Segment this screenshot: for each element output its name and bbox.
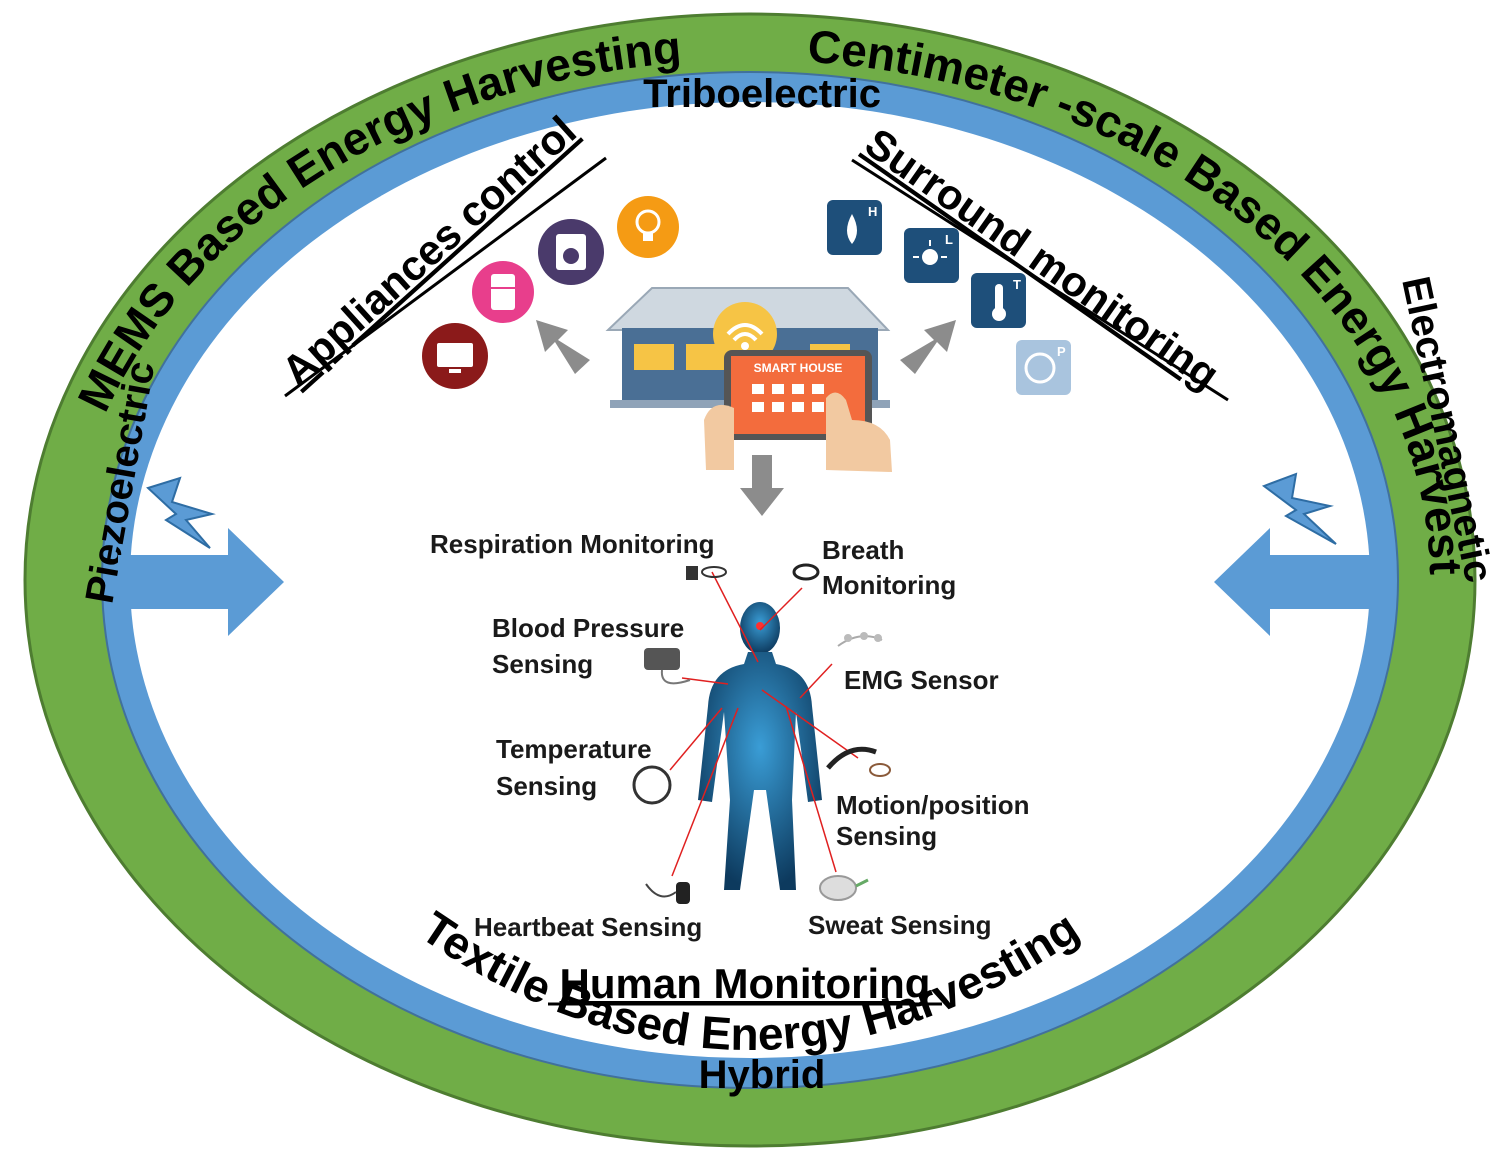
emg-sensor-label: EMG Sensor	[844, 665, 999, 695]
heartbeat-sensing-label: Heartbeat Sensing	[474, 912, 702, 942]
white-center	[130, 102, 1370, 1058]
grey-arrow-appliances	[536, 320, 590, 374]
svg-text:L: L	[945, 232, 953, 247]
lightning-icon-left	[146, 476, 216, 549]
motion-position-label-line1: Motion/position	[836, 790, 1030, 820]
motion-device-icon	[826, 746, 891, 777]
motion-position-label-line2: Sensing	[836, 821, 937, 851]
temperature-device-icon	[632, 765, 672, 805]
blood-pressure-device-icon	[644, 648, 691, 685]
svg-text:P: P	[1057, 344, 1066, 359]
light-bulb-icon	[617, 196, 679, 258]
grey-arrow-human	[740, 455, 784, 516]
respiration-device-icon	[686, 566, 727, 580]
emg-device-icon	[837, 632, 883, 647]
breath-monitoring-label-line1: Breath	[822, 535, 904, 565]
light-sensor-icon: L	[904, 228, 959, 283]
left-hand-icon	[704, 404, 734, 470]
respiration-monitoring-label: Respiration Monitoring	[430, 529, 715, 559]
appliances-underline	[284, 156, 607, 398]
washing-machine-icon	[538, 219, 604, 285]
pressure-icon: P	[1016, 340, 1071, 395]
humidity-icon: H	[827, 200, 882, 255]
triboelectric-label: Triboelectric	[643, 72, 881, 116]
surround-underline	[851, 158, 1229, 402]
svg-text:H: H	[868, 204, 877, 219]
arrow-right-icon	[118, 528, 284, 636]
temperature-sensing-label-line1: Temperature	[496, 734, 652, 764]
grey-arrow-surround	[900, 320, 956, 374]
heartbeat-device-icon	[645, 882, 690, 904]
temperature-sensing-label-line2: Sensing	[496, 771, 597, 801]
arrow-left-icon	[1214, 528, 1382, 636]
right-hand-icon	[826, 392, 892, 472]
svg-text:SMART HOUSE: SMART HOUSE	[754, 361, 843, 375]
fridge-icon	[472, 261, 534, 323]
tv-icon	[422, 323, 488, 389]
human-monitoring-heading: Human Monitoring	[560, 960, 931, 1007]
svg-text:T: T	[1013, 277, 1021, 292]
lightning-icon-right	[1261, 472, 1337, 545]
sensor-lead-lines	[669, 571, 859, 877]
smart-house-illustration: SMART HOUSE	[605, 287, 892, 472]
temperature-icon: T	[971, 273, 1026, 328]
breath-device-icon	[792, 563, 820, 581]
breath-monitoring-label-line2: Monitoring	[822, 570, 956, 600]
blood-pressure-label-line2: Sensing	[492, 649, 593, 679]
human-body-figure	[698, 602, 822, 890]
sweat-sensing-label: Sweat Sensing	[808, 910, 992, 940]
sweat-device-icon	[819, 875, 869, 901]
blood-pressure-label-line1: Blood Pressure	[492, 613, 684, 643]
hybrid-label: Hybrid	[699, 1053, 826, 1097]
